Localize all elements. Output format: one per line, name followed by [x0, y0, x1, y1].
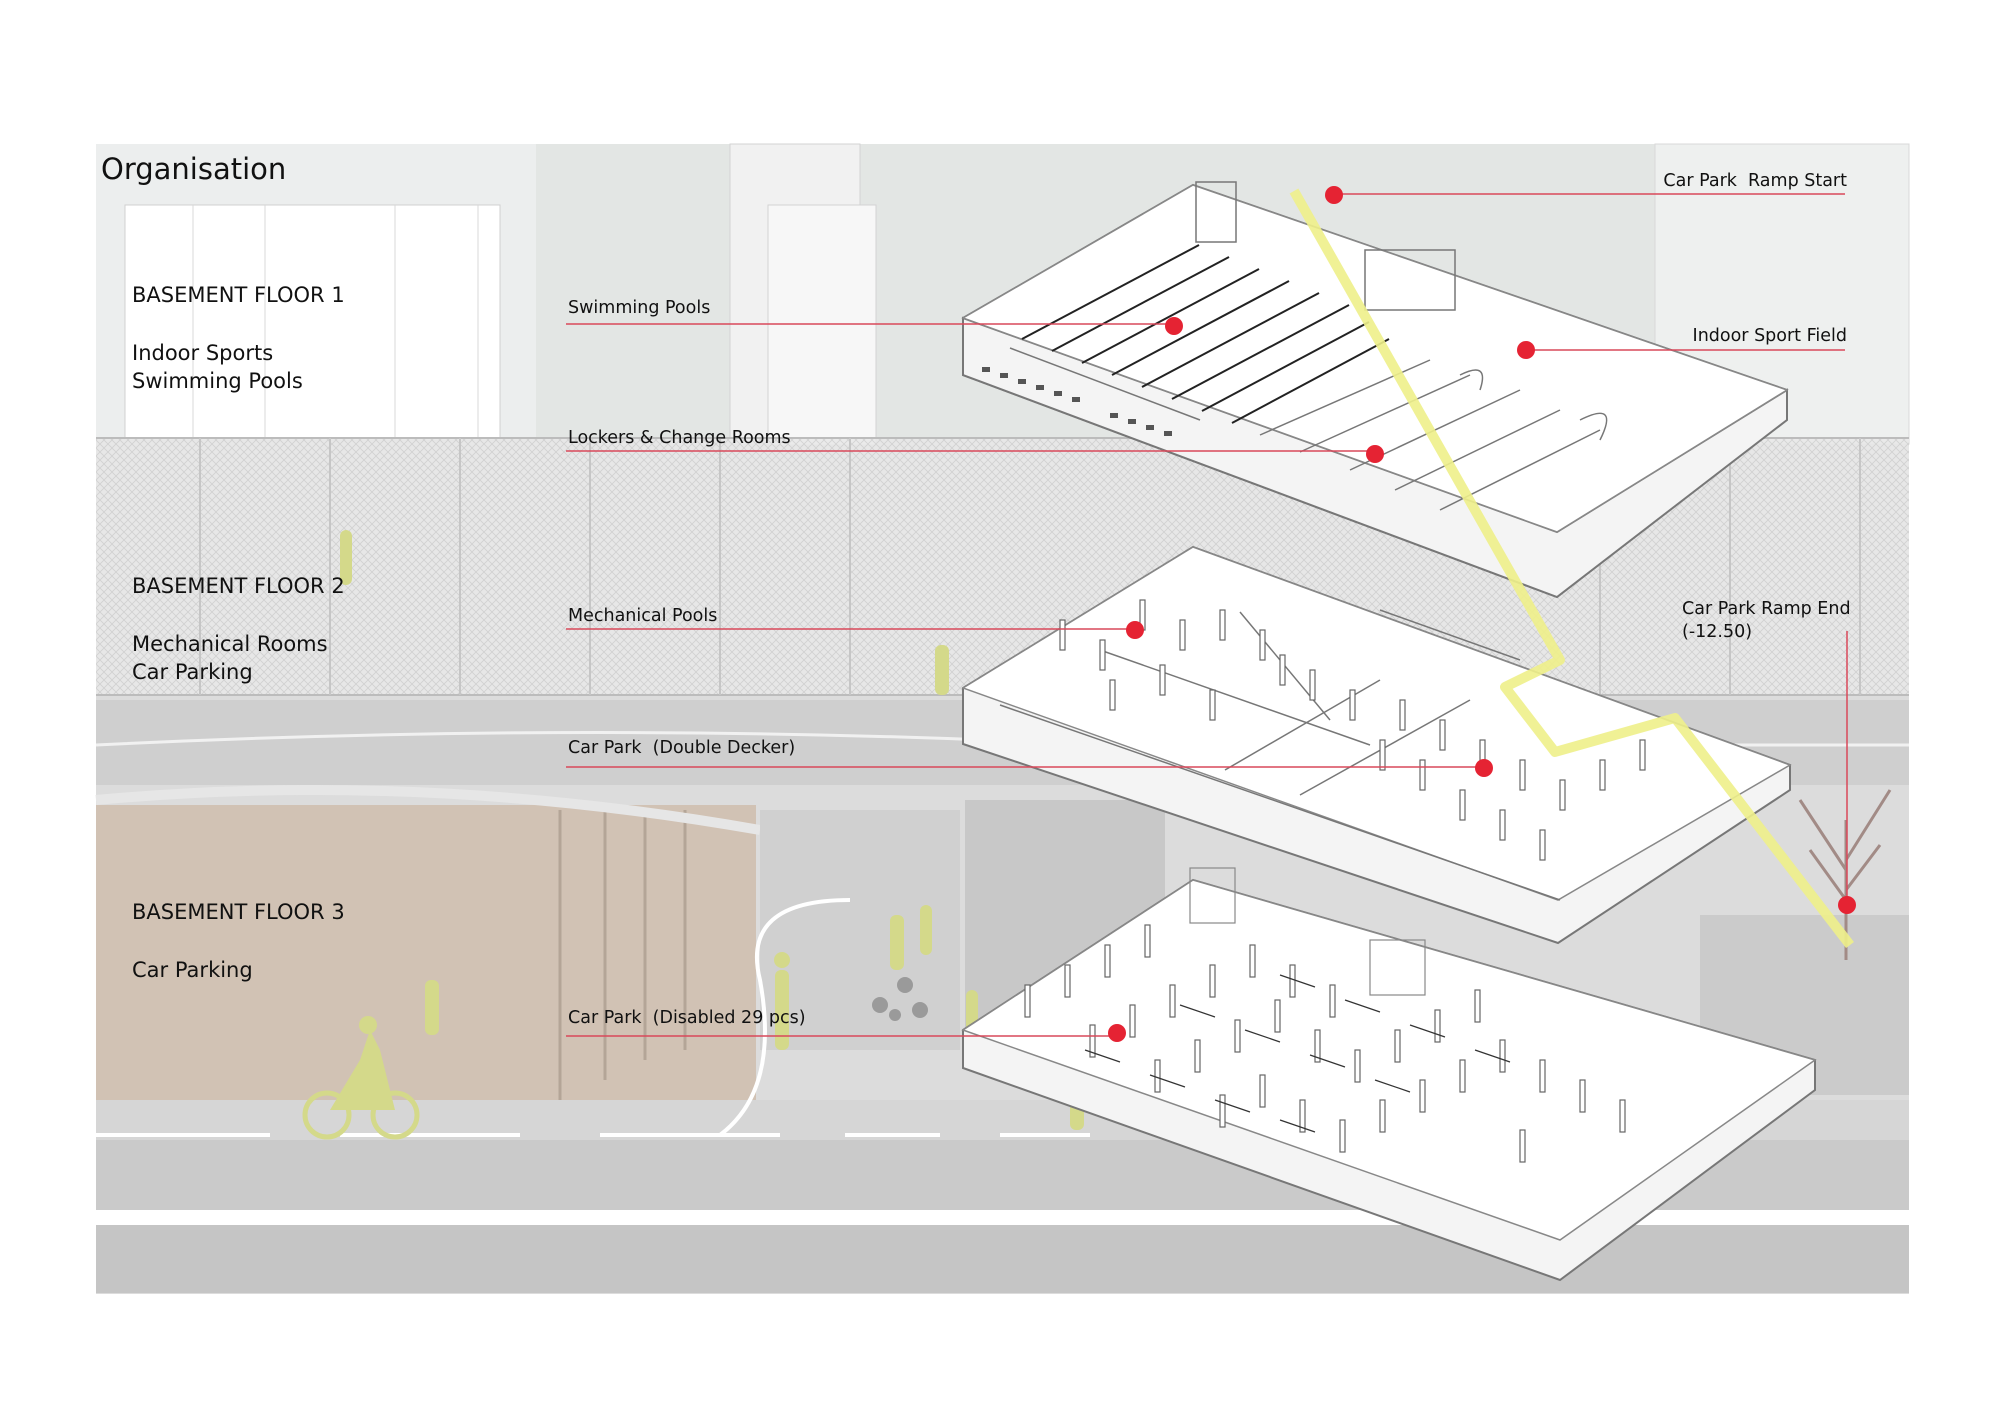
- markers: [1108, 186, 1856, 1042]
- people-silhouettes: [302, 530, 1677, 1140]
- floor-2-name: BASEMENT FLOOR 2: [132, 574, 345, 598]
- marker-mechanical: [1126, 621, 1144, 639]
- floor-1-use-1: Indoor Sports: [132, 341, 273, 365]
- floor-3-use-1: Car Parking: [132, 958, 253, 982]
- basement-floor-3-model: [961, 867, 1817, 1282]
- marker-lockers: [1366, 445, 1384, 463]
- floor-2-use-2: Car Parking: [132, 660, 253, 684]
- floor-3-name: BASEMENT FLOOR 3: [132, 900, 345, 924]
- label-swimming-pools: Swimming Pools: [568, 298, 710, 318]
- marker-ramp-start: [1325, 186, 1343, 204]
- marker-disabled: [1108, 1024, 1126, 1042]
- basement-floor-1-model: [961, 181, 1789, 599]
- label-lockers: Lockers & Change Rooms: [568, 428, 791, 448]
- label-mechanical: Mechanical Pools: [568, 606, 717, 626]
- text-layer: Organisation BASEMENT FLOOR 1 Indoor Spo…: [101, 152, 1851, 1028]
- marker-swimming-pools: [1165, 317, 1183, 335]
- diagram-title: Organisation: [101, 152, 286, 186]
- marker-double-decker: [1475, 759, 1493, 777]
- cafe-tables: [872, 977, 928, 1021]
- label-sport-field: Indoor Sport Field: [1693, 326, 1847, 346]
- label-ramp-end-2: (-12.50): [1682, 622, 1752, 642]
- label-ramp-start: Car Park Ramp Start: [1663, 171, 1847, 191]
- floor-1-name: BASEMENT FLOOR 1: [132, 283, 345, 307]
- label-disabled: Car Park (Disabled 29 pcs): [568, 1008, 806, 1028]
- label-ramp-end-1: Car Park Ramp End: [1682, 599, 1851, 619]
- car-park-ramp-path: [1289, 188, 1854, 949]
- label-double-decker: Car Park (Double Decker): [568, 738, 795, 758]
- marker-ramp-end: [1838, 896, 1856, 914]
- floor-2-use-1: Mechanical Rooms: [132, 632, 328, 656]
- marker-sport-field: [1517, 341, 1535, 359]
- floor-1-use-2: Swimming Pools: [132, 369, 303, 393]
- leader-lines: [566, 193, 1848, 1037]
